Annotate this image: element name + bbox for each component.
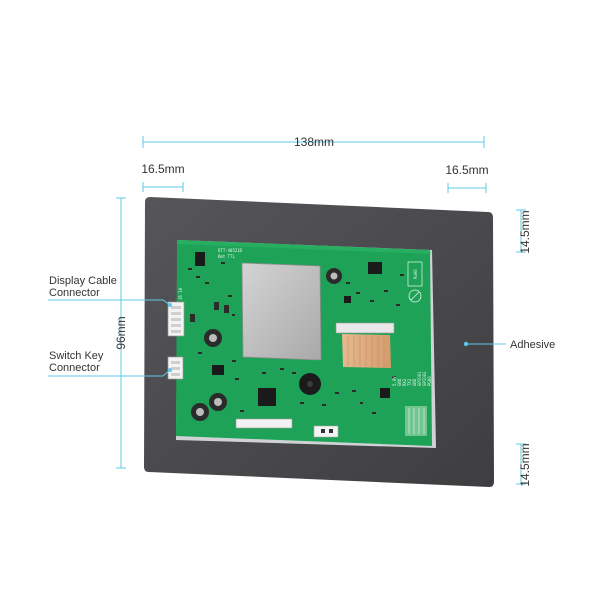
part-sub-silk: Dmt TTL xyxy=(218,254,235,259)
side-pin-labels: 5.0V GND RX2 TX2 GND GPIO01 GPIO02 PG80 xyxy=(392,371,432,386)
svg-text:GND: GND xyxy=(397,378,402,386)
capacitors xyxy=(191,268,342,421)
antenna-area xyxy=(405,406,427,436)
svg-text:5.0V: 5.0V xyxy=(392,376,397,386)
rohs-mark: RoHS xyxy=(407,261,423,287)
power-connector xyxy=(313,425,339,438)
display-cable-label-line1: Display Cable xyxy=(49,275,117,287)
svg-text:RoHS: RoHS xyxy=(413,269,418,279)
svg-text:GPIO01: GPIO01 xyxy=(417,371,422,386)
adhesive-label: Adhesive xyxy=(510,339,555,351)
svg-text:PG80: PG80 xyxy=(427,376,432,386)
dim-left-margin-label: 16.5mm xyxy=(141,162,184,176)
svg-text:GPIO02: GPIO02 xyxy=(422,371,427,386)
switch-key-dot xyxy=(168,368,172,372)
display-cable-label-line2: Connector xyxy=(49,287,100,299)
pb-free-icon xyxy=(408,289,422,303)
switch-key-label-line1: Switch Key xyxy=(49,350,104,362)
left-side-silk: J6 1A xyxy=(178,287,183,300)
svg-text:TX2: TX2 xyxy=(407,378,412,386)
dim-right-margin-label: 16.5mm xyxy=(445,163,488,177)
chips xyxy=(195,252,390,406)
svg-text:GND: GND xyxy=(412,378,417,386)
switch-key-label-line2: Connector xyxy=(49,362,100,374)
dim-height-label: 96mm xyxy=(114,316,128,349)
svg-text:RX2: RX2 xyxy=(402,378,407,386)
dim-bottom-margin-label: 14.5mm xyxy=(518,443,532,486)
display-cable-dot xyxy=(168,303,172,307)
part-number-silk: DTT-40521D xyxy=(218,248,243,253)
smd-components xyxy=(188,262,404,414)
fpc-connector xyxy=(335,322,395,334)
dim-top-margin-label: 14.5mm xyxy=(518,210,532,253)
flex-cable xyxy=(342,334,391,368)
dimension-lines xyxy=(116,136,526,485)
bottom-fpc-connector xyxy=(235,418,293,429)
adhesive-dot xyxy=(463,341,469,347)
dim-width-label: 138mm xyxy=(294,135,334,149)
pcb-board: RoHS DTT-40521D Dmt TTL J6 1A 5.0V GND R… xyxy=(167,240,432,446)
callout-lines xyxy=(48,299,506,377)
shield-can xyxy=(241,262,322,361)
